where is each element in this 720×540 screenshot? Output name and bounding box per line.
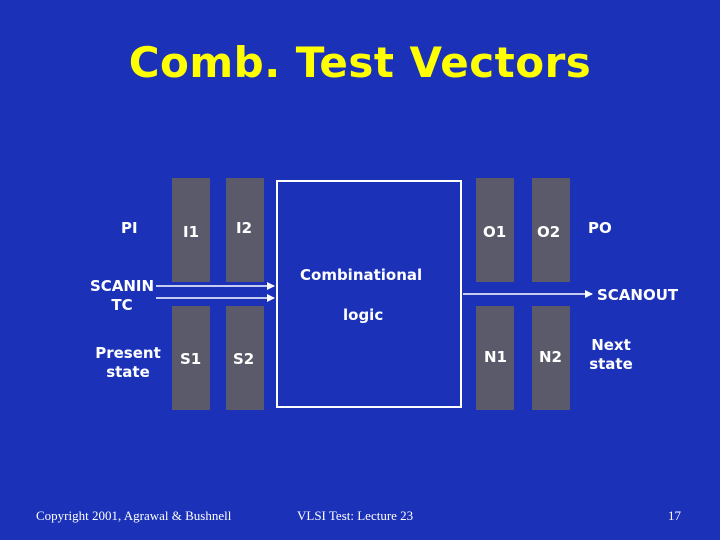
next-state-label: Next state xyxy=(578,336,644,374)
scanin-text: SCANIN xyxy=(89,277,155,295)
next-text: Next xyxy=(591,336,631,354)
present-state-label: Present state xyxy=(88,344,168,382)
n2-label: N2 xyxy=(539,348,562,366)
i2-label: I2 xyxy=(236,219,253,237)
s2-bar xyxy=(226,306,264,410)
i1-label: I1 xyxy=(183,223,200,241)
scanin-label: SCANIN TC xyxy=(70,277,174,315)
footer-lecture: VLSI Test: Lecture 23 xyxy=(297,508,414,523)
s1-bar xyxy=(172,306,210,410)
n1-label: N1 xyxy=(484,348,507,366)
o1-label: O1 xyxy=(483,223,507,241)
n1-bar xyxy=(476,306,514,410)
slide-title: Comb. Test Vectors xyxy=(128,38,592,87)
present-text: Present xyxy=(95,344,161,362)
state-text: state xyxy=(106,363,150,381)
footer-copyright: Copyright 2001, Agrawal & Bushnell xyxy=(36,508,232,523)
po-label: PO xyxy=(588,219,612,237)
o2-bar xyxy=(532,178,570,282)
next-state-text: state xyxy=(589,355,633,373)
i2-bar xyxy=(226,178,264,282)
pi-label: PI xyxy=(121,219,138,237)
scanout-label: SCANOUT xyxy=(597,286,679,304)
s2-label: S2 xyxy=(233,350,255,368)
i1-bar xyxy=(172,178,210,282)
footer-page-number: 17 xyxy=(668,508,681,523)
n2-bar xyxy=(532,306,570,410)
s1-label: S1 xyxy=(180,350,202,368)
o1-bar xyxy=(476,178,514,282)
tc-text: TC xyxy=(111,296,133,314)
o2-label: O2 xyxy=(537,223,561,241)
combinational-logic-block xyxy=(276,180,462,408)
logic-label: logic xyxy=(343,306,384,324)
combinational-label: Combinational xyxy=(300,266,423,284)
